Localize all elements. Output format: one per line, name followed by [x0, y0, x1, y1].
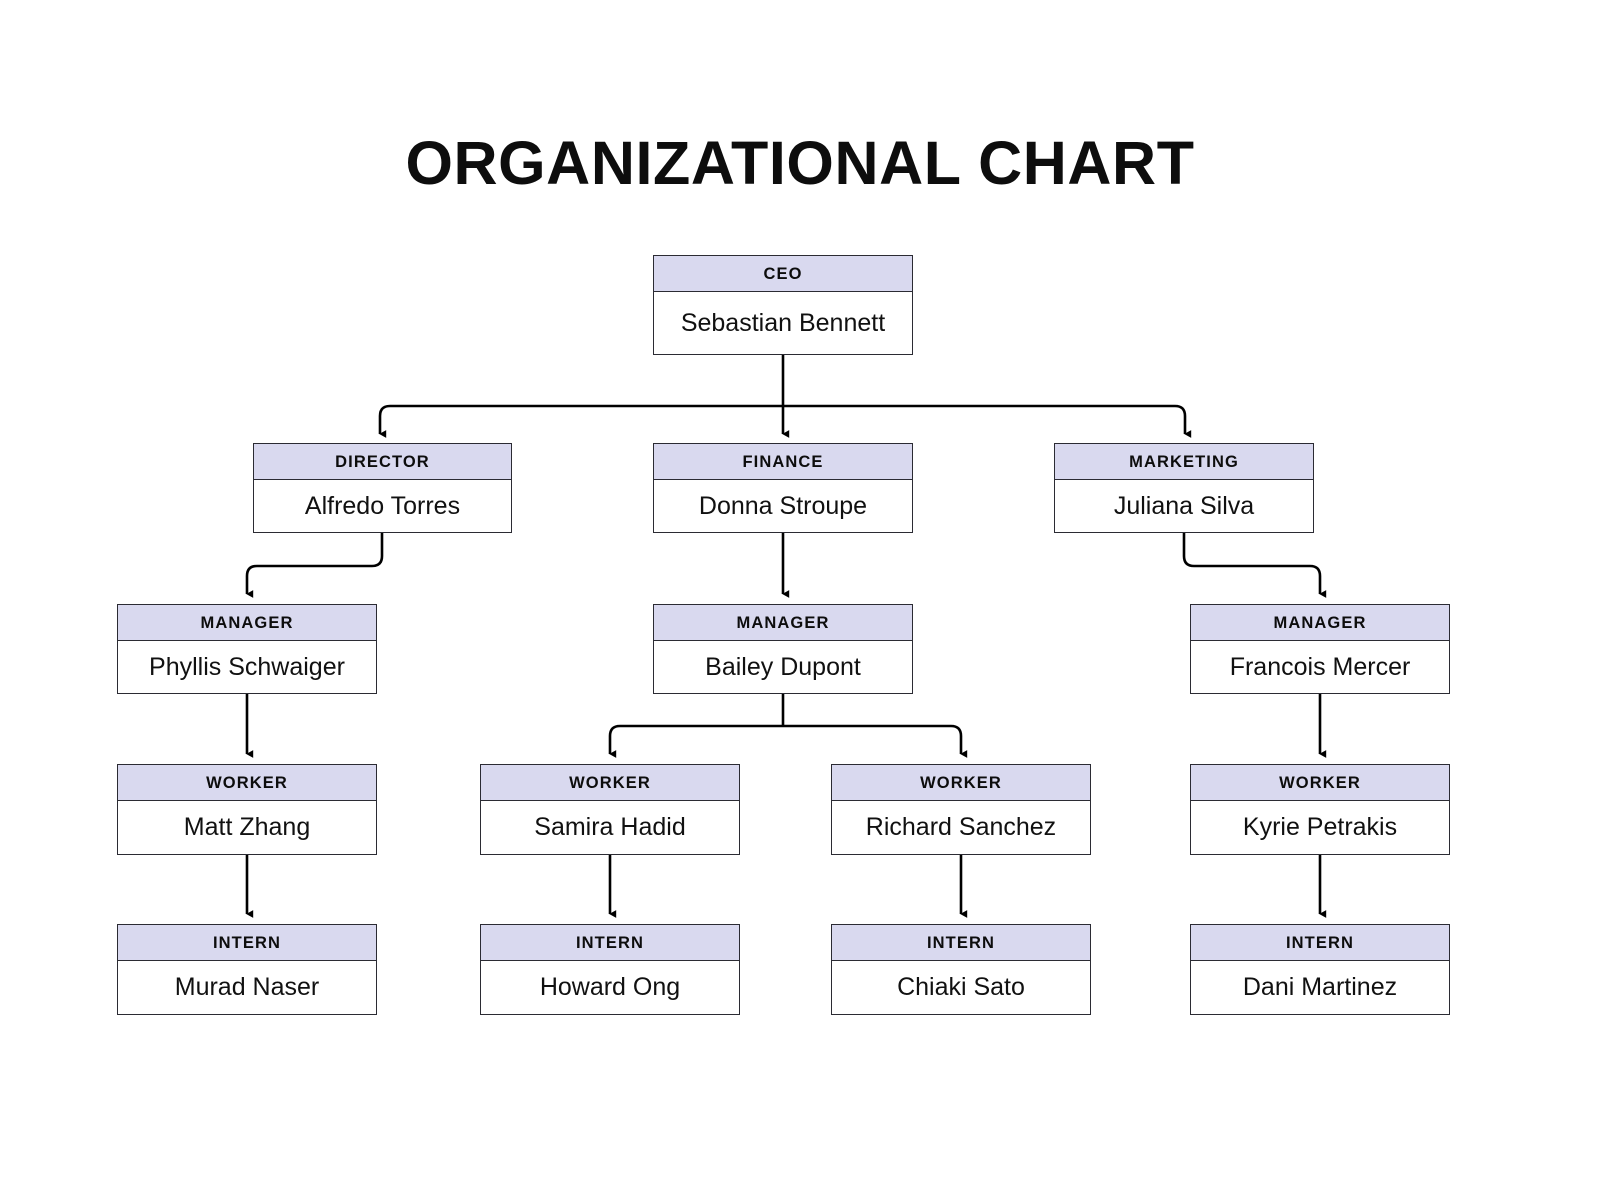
- org-node-worker2[interactable]: WORKER Samira Hadid: [480, 764, 740, 855]
- org-node-finance[interactable]: FINANCE Donna Stroupe: [653, 443, 913, 533]
- org-node-name: Murad Naser: [118, 961, 376, 1014]
- org-node-role: CEO: [654, 256, 912, 292]
- org-node-name: Francois Mercer: [1191, 641, 1449, 693]
- org-node-role: DIRECTOR: [254, 444, 511, 480]
- org-node-intern2[interactable]: INTERN Howard Ong: [480, 924, 740, 1015]
- org-node-name: Matt Zhang: [118, 801, 376, 854]
- org-node-role: MANAGER: [654, 605, 912, 641]
- org-node-name: Phyllis Schwaiger: [118, 641, 376, 693]
- org-node-intern1[interactable]: INTERN Murad Naser: [117, 924, 377, 1015]
- org-node-name: Howard Ong: [481, 961, 739, 1014]
- connector-ceo-bus-left: [378, 404, 783, 438]
- org-node-role: MANAGER: [118, 605, 376, 641]
- connector-director-to-manager1: [245, 533, 384, 598]
- org-node-ceo[interactable]: CEO Sebastian Bennett: [653, 255, 913, 355]
- org-node-role: WORKER: [118, 765, 376, 801]
- connector-manager2-to-worker2: [608, 724, 783, 758]
- org-node-name: Alfredo Torres: [254, 480, 511, 532]
- org-node-role: MARKETING: [1055, 444, 1313, 480]
- org-node-name: Donna Stroupe: [654, 480, 912, 532]
- org-node-intern3[interactable]: INTERN Chiaki Sato: [831, 924, 1091, 1015]
- org-node-role: INTERN: [481, 925, 739, 961]
- org-node-name: Kyrie Petrakis: [1191, 801, 1449, 854]
- org-node-role: FINANCE: [654, 444, 912, 480]
- org-node-role: WORKER: [832, 765, 1090, 801]
- org-node-role: WORKER: [1191, 765, 1449, 801]
- org-node-role: WORKER: [481, 765, 739, 801]
- org-node-role: INTERN: [118, 925, 376, 961]
- org-node-worker3[interactable]: WORKER Richard Sanchez: [831, 764, 1091, 855]
- org-node-manager2[interactable]: MANAGER Bailey Dupont: [653, 604, 913, 694]
- org-node-name: Chiaki Sato: [832, 961, 1090, 1014]
- org-node-name: Dani Martinez: [1191, 961, 1449, 1014]
- org-node-manager1[interactable]: MANAGER Phyllis Schwaiger: [117, 604, 377, 694]
- org-node-worker4[interactable]: WORKER Kyrie Petrakis: [1190, 764, 1450, 855]
- connector-manager2-to-worker3: [783, 724, 968, 758]
- connector-ceo-bus-right: [783, 404, 1192, 438]
- org-node-manager3[interactable]: MANAGER Francois Mercer: [1190, 604, 1450, 694]
- org-node-role: INTERN: [832, 925, 1090, 961]
- org-node-name: Samira Hadid: [481, 801, 739, 854]
- org-node-role: INTERN: [1191, 925, 1449, 961]
- page-title: ORGANIZATIONAL CHART: [405, 129, 1195, 197]
- org-node-name: Sebastian Bennett: [654, 292, 912, 354]
- connector-marketing-to-manager3: [1182, 533, 1327, 598]
- org-node-name: Juliana Silva: [1055, 480, 1313, 532]
- org-node-worker1[interactable]: WORKER Matt Zhang: [117, 764, 377, 855]
- org-node-director[interactable]: DIRECTOR Alfredo Torres: [253, 443, 512, 533]
- org-node-intern4[interactable]: INTERN Dani Martinez: [1190, 924, 1450, 1015]
- org-node-name: Bailey Dupont: [654, 641, 912, 693]
- org-node-name: Richard Sanchez: [832, 801, 1090, 854]
- org-node-marketing[interactable]: MARKETING Juliana Silva: [1054, 443, 1314, 533]
- org-node-role: MANAGER: [1191, 605, 1449, 641]
